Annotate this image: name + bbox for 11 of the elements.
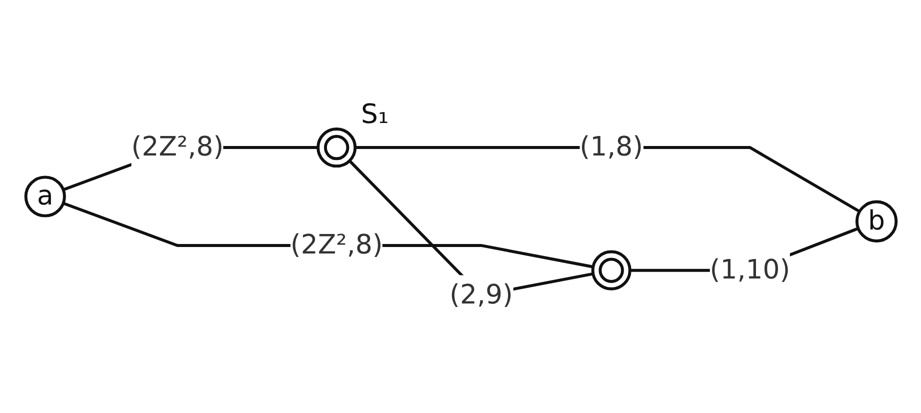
node-circle: [590, 250, 631, 290]
edge-label: (1,8): [579, 131, 643, 163]
edge-label: (2,9): [449, 279, 512, 310]
node-circle: [316, 126, 356, 168]
edge-label: (2Z²,8): [290, 229, 382, 261]
edge-label: (1,10): [709, 254, 790, 286]
node-circle: a: [24, 175, 66, 217]
edge-label: (2Z²,8): [130, 131, 224, 163]
connector: [62, 201, 593, 268]
node-caption: S₁: [360, 98, 388, 130]
node-circle: b: [854, 200, 898, 242]
